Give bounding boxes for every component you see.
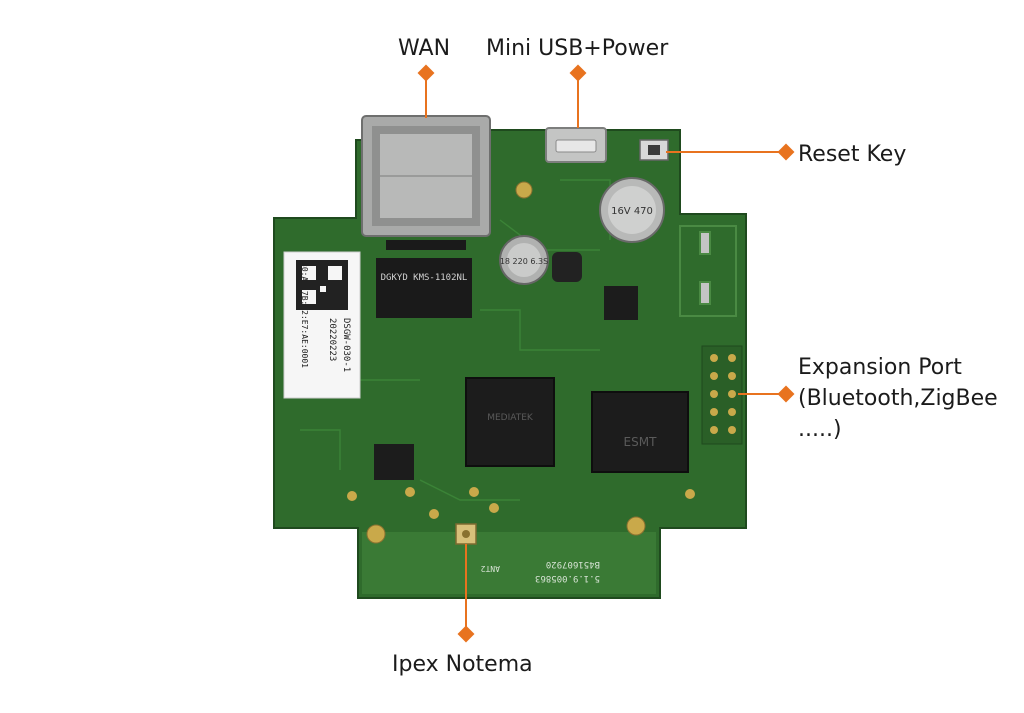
svg-text:DSGW-030-1: DSGW-030-1	[341, 318, 351, 372]
mini-usb-connector	[545, 127, 607, 163]
reset-key-label: Reset Key	[798, 142, 907, 167]
serial-marking: B451607920	[546, 559, 600, 569]
svg-text:ESMT: ESMT	[624, 435, 658, 449]
expansion-port-line-2: (Bluetooth,ZigBee	[798, 386, 998, 411]
regulator	[604, 286, 638, 320]
ipex-antenna-label: Ipex Notema	[392, 652, 533, 677]
version-marking: 5.1.9.005863	[535, 573, 600, 583]
ipex-connector	[455, 523, 477, 545]
svg-text:DGKYD KMS-1102NL: DGKYD KMS-1102NL	[381, 273, 468, 283]
svg-text:20220223: 20220223	[327, 318, 337, 361]
expansion-port-line-3: .....)	[798, 417, 842, 442]
svg-text:18 220 6.3S: 18 220 6.3S	[500, 257, 548, 266]
mounting-holes	[366, 181, 646, 544]
qr-sticker: DSGW-030-1 20220223 30:AE:7B:E2:E7:AE:00…	[283, 251, 361, 399]
expansion-header	[701, 345, 743, 445]
rj45-pins	[386, 240, 466, 250]
wan-label: WAN	[398, 36, 451, 61]
ram-chip: ESMT	[591, 391, 689, 473]
callout-lines	[417, 64, 795, 643]
expansion-port-label: Expansion Port (Bluetooth,ZigBee .....)	[798, 352, 998, 445]
battery-holder	[679, 225, 737, 317]
test-pads	[347, 487, 695, 519]
reset-button	[639, 139, 669, 161]
soc-chip: MEDIATEK	[465, 377, 555, 467]
svg-text:30:AE:7B:E2:E7:AE:0001: 30:AE:7B:E2:E7:AE:0001	[300, 262, 309, 368]
qfn-chip	[374, 444, 414, 480]
capacitor-small: 18 220 6.3S	[499, 235, 549, 285]
transformer-chip: DGKYD KMS-1102NL	[376, 258, 472, 318]
mini-usb-power-label: Mini USB+Power	[486, 36, 669, 61]
ant-marking: ANT2	[481, 564, 500, 573]
expansion-port-line-1: Expansion Port	[798, 355, 962, 380]
capacitor-large: 16V 470	[599, 177, 665, 243]
inductor	[552, 252, 582, 282]
svg-text:16V 470: 16V 470	[611, 206, 653, 217]
rj45-connector	[361, 115, 491, 237]
svg-text:MEDIATEK: MEDIATEK	[487, 413, 534, 423]
